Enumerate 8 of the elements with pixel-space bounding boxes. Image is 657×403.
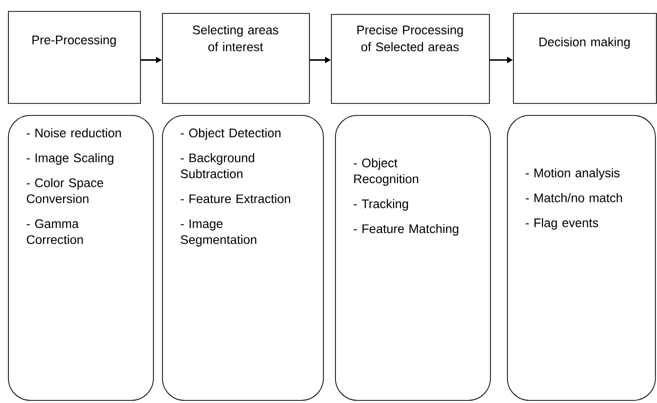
process-box: Pre-Processing	[8, 11, 141, 104]
step-list-box: - Object Detection - Background Subtraction - Feature Extraction - Image Segmentation	[162, 115, 324, 401]
process-box: Decision making	[513, 13, 657, 104]
step-list-box: - Object Recognition - Tracking - Feature Matching	[335, 115, 491, 401]
step-list-box: - Noise reduction - Image Scaling - Color Space Conversion - Gamma Correction	[8, 115, 154, 401]
step-list-box: - Motion analysis - Match/no match - Flag events	[507, 115, 656, 401]
process-box: Selecting areas of interest	[162, 13, 310, 104]
process-box: Precise Processing of Selected areas	[331, 14, 490, 104]
